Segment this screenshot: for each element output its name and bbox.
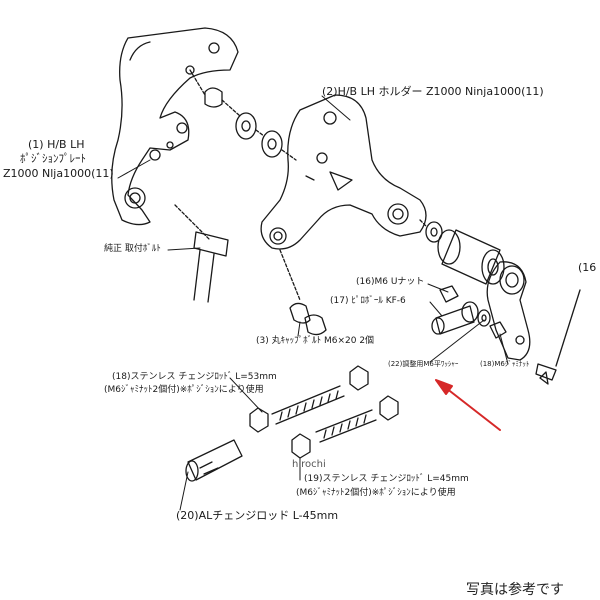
rod-45mm bbox=[291, 395, 399, 459]
jam-nut bbox=[489, 321, 507, 339]
al-rod bbox=[185, 439, 243, 482]
label-rod45-line1: (19)ステンレス チェンジﾛｯﾄﾞ L=45mm bbox=[304, 474, 469, 484]
label-rod53-line1: (18)ステンレス チェンジﾛｯﾄﾞ L=53mm bbox=[112, 372, 277, 382]
cap-bolt-upper bbox=[289, 302, 311, 324]
change-lever bbox=[486, 261, 531, 361]
spacers bbox=[221, 99, 297, 161]
adjust-washer bbox=[477, 309, 491, 327]
plate-upper-bolt bbox=[189, 69, 223, 108]
u-nut bbox=[439, 285, 459, 303]
watermark: hirochi bbox=[292, 459, 326, 470]
pillow-ball bbox=[431, 301, 479, 335]
red-arrow bbox=[435, 379, 501, 431]
oem-mounting-bolt bbox=[174, 204, 229, 303]
pivot-collar bbox=[419, 219, 505, 285]
holder bbox=[260, 94, 427, 301]
label-plate-line2: ﾎﾟｼﾞｼｮﾝﾌﾟﾚｰﾄ bbox=[20, 152, 86, 165]
label-oem-bolt: 純正 取付ﾎﾞﾙﾄ bbox=[104, 244, 161, 254]
label-cap-bolt: (3) 丸ｷｬｯﾌﾟﾎﾞﾙﾄ M6×20 2個 bbox=[256, 336, 375, 346]
right-bolt bbox=[535, 289, 581, 385]
label-rod53-line2: (M6ｼﾞｬﾐﾅｯﾄ2個付)※ﾎﾟｼﾞｼｮﾝにより使用 bbox=[104, 385, 264, 395]
label-right-edge: (16 bbox=[578, 261, 597, 274]
label-plate-line3: Z1000 Nlja1000(11) bbox=[3, 167, 114, 180]
label-holder: (2)H/B LH ホルダー Z1000 Ninja1000(11) bbox=[322, 85, 544, 98]
footer-note: 写真は参考です bbox=[466, 582, 564, 598]
position-plate bbox=[111, 27, 239, 226]
label-u-nut: (16)M6 Uナット bbox=[356, 277, 425, 287]
label-al-rod: (20)ALチェンジロッド L-45mm bbox=[176, 509, 339, 522]
label-plate-line1: (1) H/B LH bbox=[28, 138, 85, 151]
label-rod45-line2: (M6ｼﾞｬﾐﾅｯﾄ2個付)※ﾎﾟｼﾞｼｮﾝにより使用 bbox=[296, 488, 456, 498]
label-pillow-ball: (17) ﾋﾟﾛﾎﾞｰﾙ KF-6 bbox=[330, 296, 406, 306]
label-jam-nut: (18)M6ｼﾞｬﾐﾅｯﾄ bbox=[480, 360, 530, 368]
leader-lines bbox=[117, 95, 509, 511]
cap-bolt-lower bbox=[304, 314, 327, 336]
label-adjust-washer: (22)調整用M6平ﾜｯｼｬｰ bbox=[388, 360, 459, 368]
